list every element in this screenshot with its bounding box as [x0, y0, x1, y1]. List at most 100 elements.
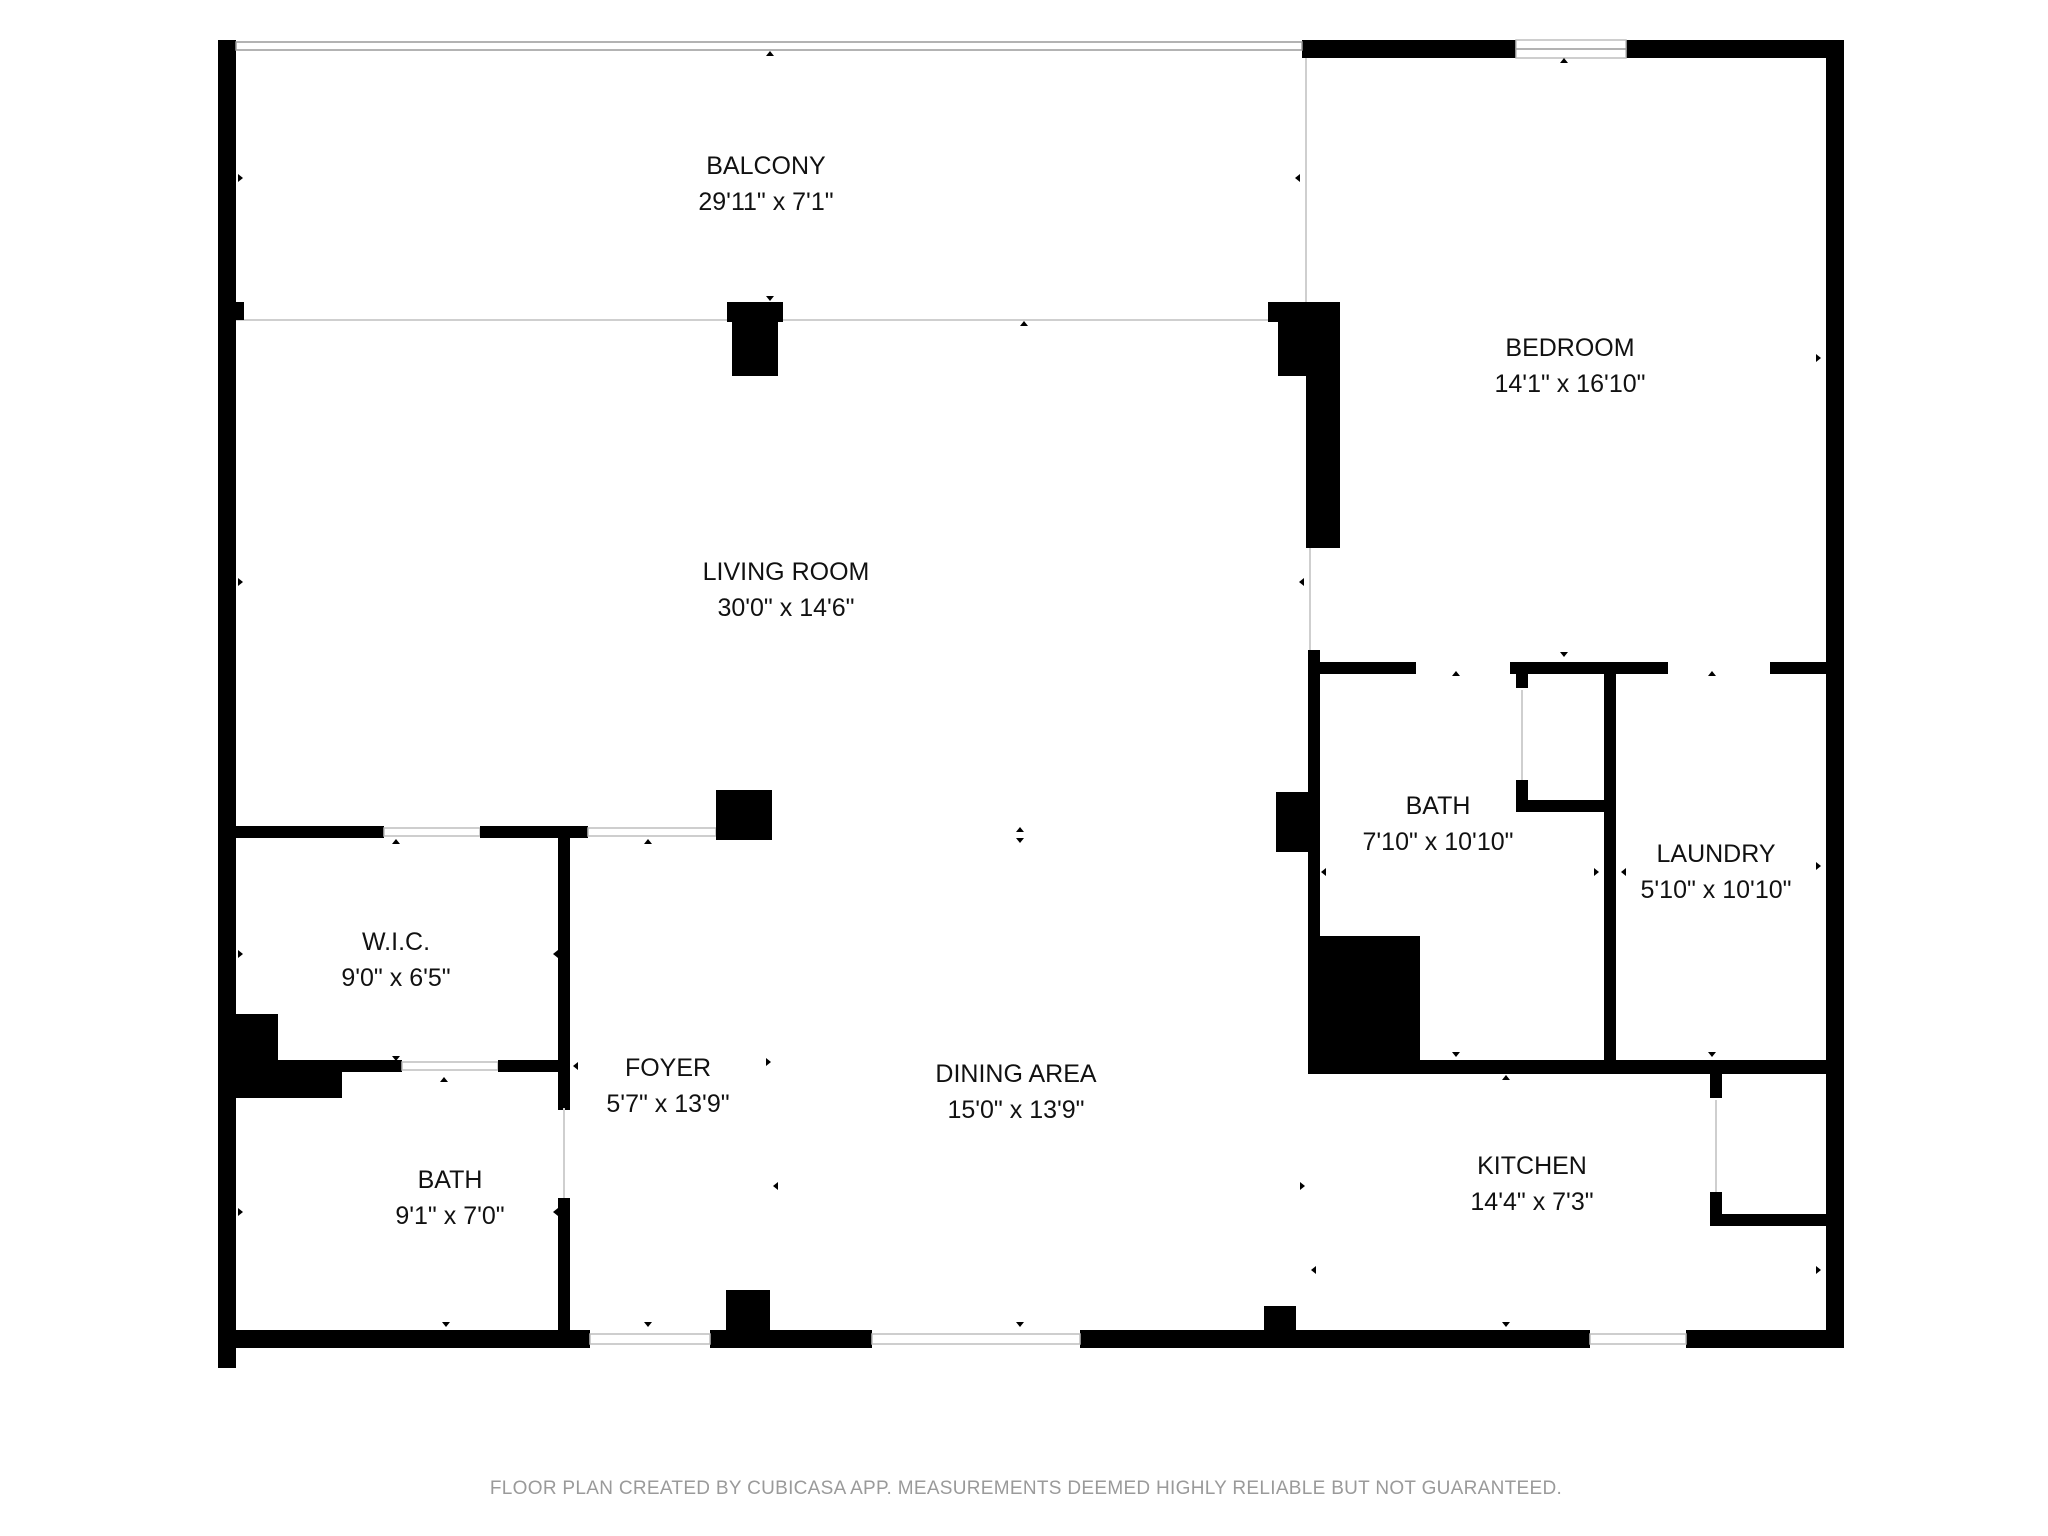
room-label-balcony: BALCONY 29'11" x 7'1" — [698, 152, 833, 216]
tick-marker — [1816, 862, 1821, 870]
room-label-bedroom: BEDROOM 14'1" x 16'10" — [1494, 334, 1645, 398]
wic-right-wall — [558, 826, 570, 1110]
tick-marker — [1311, 1266, 1316, 1274]
entry-opening-2 — [871, 1333, 1081, 1345]
tick-marker — [1016, 838, 1024, 843]
outer-wall-bottom-4 — [1686, 1330, 1844, 1348]
tick-marker — [238, 1208, 243, 1216]
tick-marker — [1502, 1075, 1510, 1080]
tick-marker — [238, 950, 243, 958]
wic-top-wall-2 — [480, 826, 588, 838]
tick-marker — [392, 839, 400, 844]
tick-marker — [1502, 1322, 1510, 1327]
bath-door-top — [401, 1061, 499, 1071]
tick-marker — [442, 1322, 450, 1327]
room-label-bath-guest: BATH 9'1" x 7'0" — [395, 1166, 504, 1230]
room-label-bath-master: BATH 7'10" x 10'10" — [1362, 792, 1513, 856]
room-dimensions: 5'10" x 10'10" — [1640, 876, 1791, 904]
outer-wall-right — [1826, 40, 1844, 1348]
room-name: LAUNDRY — [1656, 840, 1775, 868]
measurement-ticks — [238, 51, 1821, 1327]
room-dimensions: 30'0" x 14'6" — [717, 594, 854, 622]
wic-bottom-wall-2 — [498, 1060, 570, 1072]
bath-laundry-wall — [1604, 662, 1616, 1064]
column-1 — [727, 302, 783, 322]
tick-marker — [1594, 868, 1599, 876]
disclaimer-text: FLOOR PLAN CREATED BY CUBICASA APP. MEAS… — [490, 1478, 1562, 1499]
tick-marker — [553, 950, 558, 958]
tick-marker — [766, 1058, 771, 1066]
outer-wall-bottom-2 — [710, 1330, 872, 1348]
room-name: BALCONY — [706, 152, 826, 180]
tick-marker — [1020, 321, 1028, 326]
room-dimensions: 29'11" x 7'1" — [698, 188, 833, 216]
tick-marker — [1708, 1052, 1716, 1057]
bath-right-wall — [558, 1198, 570, 1348]
room-name: KITCHEN — [1477, 1152, 1587, 1180]
tick-marker — [238, 578, 243, 586]
outer-wall-left — [218, 40, 236, 1368]
entry-opening-1 — [589, 1333, 711, 1345]
room-name: FOYER — [625, 1054, 711, 1082]
room-dimensions: 14'4" x 7'3" — [1470, 1188, 1593, 1216]
room-dimensions: 5'7" x 13'9" — [606, 1090, 729, 1118]
tick-marker — [392, 1056, 400, 1061]
pantry-wall-1 — [1710, 1074, 1722, 1098]
tick-marker — [1816, 354, 1821, 362]
room-label-dining-area: DINING AREA 15'0" x 13'9" — [935, 1060, 1096, 1124]
balcony-divider-left-stub — [218, 302, 244, 320]
bath-closet-wall-3 — [1516, 800, 1616, 812]
room-label-foyer: FOYER 5'7" x 13'9" — [606, 1054, 729, 1118]
column-1-base — [732, 320, 778, 376]
tick-marker — [1621, 868, 1626, 876]
room-dimensions: 14'1" x 16'10" — [1494, 370, 1645, 398]
tick-marker — [440, 1077, 448, 1082]
bath-bottom-wall — [1308, 1060, 1844, 1074]
outer-wall-bottom-3 — [1080, 1330, 1590, 1348]
room-dimensions: 15'0" x 13'9" — [947, 1096, 1084, 1124]
tick-marker — [766, 51, 774, 56]
tick-marker — [644, 1322, 652, 1327]
room-dimensions: 9'0" x 6'5" — [341, 964, 450, 992]
tick-marker — [644, 839, 652, 844]
column-5 — [726, 1290, 770, 1334]
room-label-wic: W.I.C. 9'0" x 6'5" — [341, 928, 450, 992]
tick-marker — [1321, 868, 1326, 876]
tick-marker — [1452, 1052, 1460, 1057]
bath-closet-wall-1 — [1516, 662, 1528, 688]
column-6 — [716, 790, 772, 840]
bedroom-wall-1 — [1306, 302, 1340, 548]
bedroom-bottom-wall-3 — [1770, 662, 1844, 674]
column-4 — [1264, 1306, 1296, 1336]
column-2 — [1268, 302, 1310, 322]
wic-bottom-wall-1 — [236, 1060, 402, 1072]
bedroom-bottom-wall-2 — [1510, 662, 1668, 674]
tick-marker — [1560, 58, 1568, 63]
tick-marker — [773, 1182, 778, 1190]
room-dimensions: 9'1" x 7'0" — [395, 1202, 504, 1230]
pantry-wall-3 — [1710, 1214, 1844, 1226]
room-name: BEDROOM — [1505, 334, 1634, 362]
column-3 — [1276, 792, 1312, 852]
tick-marker — [1560, 652, 1568, 657]
tick-marker — [1708, 671, 1716, 676]
tick-marker — [1300, 1182, 1305, 1190]
tick-marker — [1816, 1266, 1821, 1274]
wic-top-wall-1 — [236, 826, 384, 838]
outer-wall-bottom-1 — [218, 1330, 590, 1348]
foyer-door-top — [587, 827, 717, 837]
tick-marker — [1016, 1322, 1024, 1327]
room-name: BATH — [1406, 792, 1471, 820]
tick-marker — [553, 1208, 558, 1216]
tick-marker — [766, 296, 774, 301]
wic-door-top — [383, 827, 481, 837]
room-name: BATH — [418, 1166, 483, 1194]
bath-tub — [1320, 936, 1420, 1064]
room-label-laundry: LAUNDRY 5'10" x 10'10" — [1640, 840, 1791, 904]
bedroom-wall-2 — [1308, 650, 1320, 1070]
walls — [218, 39, 1844, 1368]
tick-marker — [573, 1062, 578, 1070]
tick-marker — [1299, 578, 1304, 586]
